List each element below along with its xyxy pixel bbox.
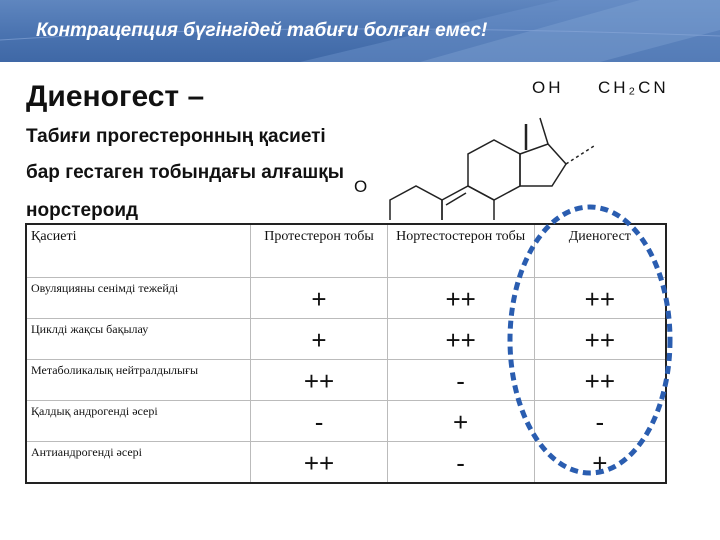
dienogest-structure-diagram bbox=[389, 117, 595, 220]
banner-title: Контрацепция бүгінгідей табиғи болған ем… bbox=[36, 20, 488, 41]
header-banner: Контрацепция бүгінгідей табиғи болған ем… bbox=[0, 0, 720, 62]
cell-value: ++ bbox=[533, 359, 667, 401]
oh-label: OH bbox=[532, 78, 564, 97]
cell-value: ++ bbox=[250, 359, 388, 401]
table-row: Антиандрогенді әсері ++ - + bbox=[25, 441, 667, 484]
header-property: Қасиеті bbox=[25, 223, 252, 278]
cell-value: ++ bbox=[386, 277, 535, 319]
cell-value: + bbox=[250, 318, 388, 360]
cell-value: + bbox=[250, 277, 388, 319]
row-label: Метаболикалық нейтралдылығы bbox=[25, 359, 252, 401]
description-line-3: норстероид bbox=[26, 200, 139, 221]
row-label: Циклді жақсы бақылау bbox=[25, 318, 252, 360]
ring-d bbox=[519, 143, 567, 187]
table-row: Овуляцияны сенімді тежейді + ++ ++ bbox=[25, 277, 667, 319]
page-title: Диеногест – bbox=[26, 80, 205, 113]
row-label: Қалдық андрогенді әсері bbox=[25, 400, 252, 442]
ketone-label: O bbox=[354, 177, 368, 196]
cell-value: ++ bbox=[250, 441, 388, 484]
cell-value: + bbox=[533, 441, 667, 484]
header-progesterone: Протестерон тобы bbox=[250, 223, 388, 278]
double-bond-1 bbox=[445, 192, 467, 206]
cell-value: - bbox=[250, 400, 388, 442]
description-line-2: бар гестаген тобындағы алғашқы bbox=[26, 162, 344, 183]
row-label: Антиандрогенді әсері bbox=[25, 441, 252, 484]
cell-value: - bbox=[386, 359, 535, 401]
table-row: Циклді жақсы бақылау + ++ ++ bbox=[25, 318, 667, 360]
table-header-row: Қасиеті Протестерон тобы Нортестостерон … bbox=[25, 223, 667, 278]
ring-a bbox=[389, 185, 443, 220]
ring-c bbox=[467, 139, 521, 201]
table-row: Метаболикалық нейтралдылығы ++ - ++ bbox=[25, 359, 667, 401]
table-row: Қалдық андрогенді әсері - + - bbox=[25, 400, 667, 442]
cell-value: - bbox=[533, 400, 667, 442]
description-line-1: Табиғи прогестеронның қасиеті bbox=[26, 126, 326, 147]
cell-value: ++ bbox=[386, 318, 535, 360]
cell-value: - bbox=[386, 441, 535, 484]
banner-decoration bbox=[0, 0, 720, 62]
header-nortestosterone: Нортестостерон тобы bbox=[386, 223, 535, 278]
cell-value: + bbox=[386, 400, 535, 442]
cell-value: ++ bbox=[533, 318, 667, 360]
cell-value: ++ bbox=[533, 277, 667, 319]
header-dienogest: Диеногест bbox=[533, 223, 667, 278]
row-label: Овуляцияны сенімді тежейді bbox=[25, 277, 252, 319]
properties-table: Қасиеті Протестерон тобы Нортестостерон … bbox=[25, 223, 667, 484]
ch2cn-label: CH₂CN bbox=[598, 78, 669, 97]
